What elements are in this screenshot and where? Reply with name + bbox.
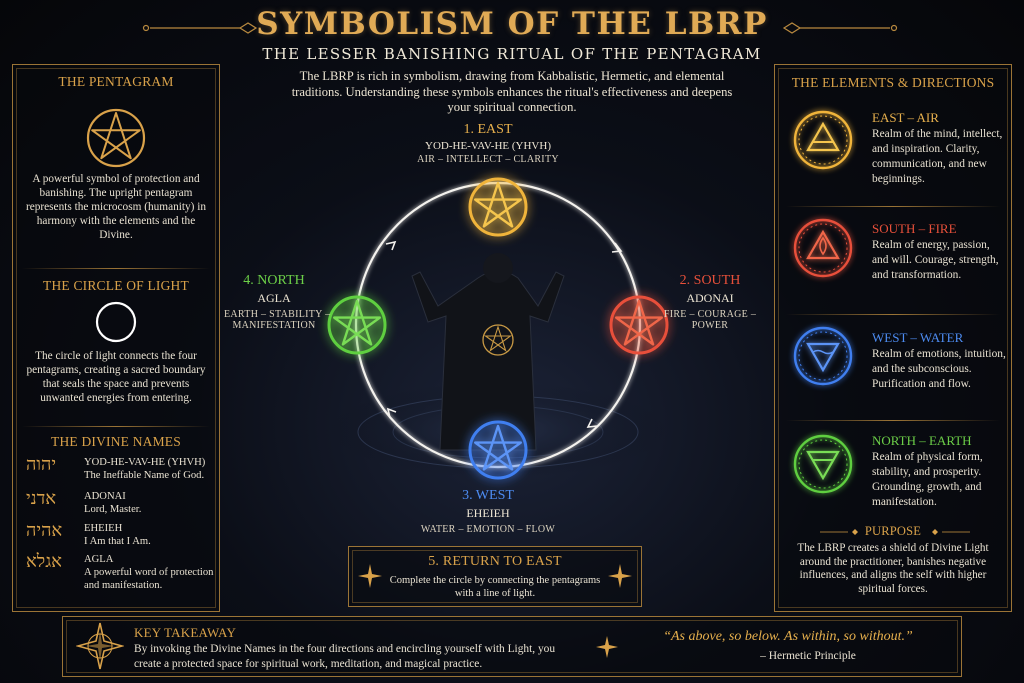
- fire-triangle-icon: [793, 218, 853, 278]
- divine-name-text: YOD-HE-VAV-HE (YHVH)The Ineffable Name o…: [84, 457, 206, 481]
- elements-title: THE ELEMENTS & DIRECTIONS: [791, 75, 995, 90]
- north-label: 4. NORTH AGLA EARTH – STABILITY – MANIFE…: [224, 273, 331, 331]
- intro-text: The LBRP is rich in symbolism, drawing f…: [291, 69, 733, 114]
- return-text: Complete the circle by connecting the pe…: [389, 575, 601, 599]
- circle-text: The circle of light connects the four pe…: [26, 350, 206, 404]
- earth-triangle-icon: [793, 434, 853, 494]
- practitioner-figure: [411, 253, 565, 451]
- purpose-title: PURPOSE: [864, 524, 922, 538]
- pentagram-icon: [86, 108, 146, 168]
- title-ornaments: [142, 22, 898, 34]
- takeaway-text: By invoking the Divine Names in the four…: [134, 643, 556, 670]
- air-triangle-icon: [793, 110, 853, 170]
- return-title: 5. RETURN TO EAST: [428, 554, 562, 569]
- circle-title: THE CIRCLE OF LIGHT: [43, 278, 189, 293]
- divider: [786, 420, 1000, 421]
- right-panel: [774, 64, 1012, 612]
- ritual-diagram: [327, 177, 669, 480]
- divider: [22, 426, 210, 427]
- star-compass-icon: [76, 622, 124, 670]
- west-pentagram-icon: [468, 420, 528, 480]
- west-label: 3. WEST EHEIEH WATER – EMOTION – FLOW: [420, 488, 556, 535]
- hebrew-adonai: אדני: [26, 488, 57, 509]
- page-subtitle: THE LESSER BANISHING RITUAL OF THE PENTA…: [262, 45, 762, 63]
- south-pentagram-icon: [609, 295, 669, 355]
- south-label: 2. SOUTH ADONAI FIRE – COURAGE – POWER: [663, 273, 757, 331]
- key-takeaway-box: [62, 616, 962, 677]
- return-to-east-box: [348, 546, 642, 607]
- sparkle-icon: [596, 636, 618, 658]
- element-icons: [793, 110, 853, 494]
- hermetic-quote: “As above, so below. As within, so witho…: [663, 629, 913, 644]
- divider: [786, 206, 1000, 207]
- east-pentagram-icon: [468, 177, 528, 237]
- page-title: SYMBOLISM OF THE LBRP: [256, 6, 768, 42]
- purpose-text: The LBRP creates a shield of Divine Ligh…: [797, 542, 989, 595]
- pentagram-title: THE PENTAGRAM: [58, 74, 174, 89]
- hebrew-eheieh: אהיה: [26, 520, 63, 541]
- east-label: 1. EAST YOD-HE-VAV-HE (YHVH) AIR – INTEL…: [417, 122, 559, 165]
- water-triangle-icon: [793, 326, 853, 386]
- divider: [786, 314, 1000, 315]
- divine-names-title: THE DIVINE NAMES: [51, 434, 181, 449]
- hebrew-yhvh: יהוה: [26, 454, 57, 475]
- left-panel: [12, 64, 220, 612]
- sparkle-icon: [358, 564, 382, 588]
- pentagram-text: A powerful symbol of protection and bani…: [25, 173, 207, 241]
- north-pentagram-icon: [327, 295, 387, 355]
- circle-of-light-icon: [95, 301, 137, 343]
- hebrew-agla: אגלא: [26, 551, 62, 572]
- takeaway-title: KEY TAKEAWAY: [134, 625, 237, 640]
- sparkle-icon: [608, 564, 632, 588]
- quote-attribution: – Hermetic Principle: [760, 650, 856, 662]
- divider: [22, 268, 210, 269]
- purpose-ornament: [820, 529, 970, 535]
